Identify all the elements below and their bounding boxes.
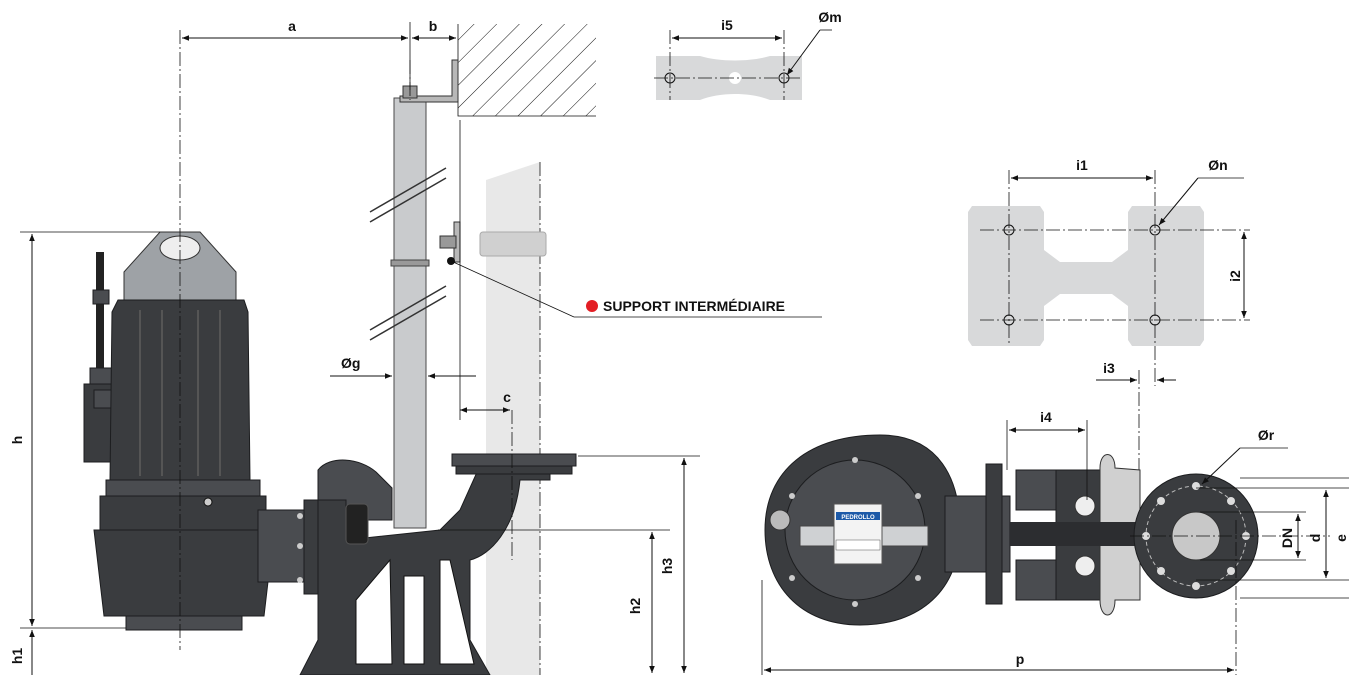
label-n: Øn [1208,157,1227,173]
label-dn: DN [1279,528,1295,548]
label-p: p [1016,651,1025,667]
label-a: a [288,18,296,34]
dimension-i4 [1006,420,1088,500]
label-g: Øg [341,355,360,371]
label-i4: i4 [1040,409,1052,425]
dimension-a [182,22,411,90]
support-marker-icon [586,300,598,312]
label-i5: i5 [721,17,733,33]
pump-side-view [83,231,319,631]
label-h: h [9,436,25,445]
dimension-h [20,231,160,629]
label-b: b [429,18,438,34]
pump-top-view: PEDROLLO [764,434,1141,626]
label-d: d [1307,534,1323,543]
base-side-view [299,453,577,675]
dimension-h2 [438,529,670,673]
label-i1: i1 [1076,157,1088,173]
label-i2: i2 [1227,270,1243,282]
dimension-dn-d-e [1196,477,1349,599]
label-h1: h1 [9,648,25,665]
label-h2: h2 [627,598,643,615]
dimension-r [1201,447,1288,485]
label-c: c [503,389,511,405]
label-m: Øm [818,9,841,25]
dimension-i3 [1096,370,1176,470]
label-h3: h3 [659,558,675,575]
base-template [968,170,1250,386]
guide-pipe [369,97,447,529]
support-label: SUPPORT INTERMÉDIAIRE [603,298,785,314]
bracket-template [654,29,832,100]
intermediate-bracket [439,221,461,265]
discharge-flange-top-view [1130,473,1330,675]
wall [457,24,596,117]
label-e: e [1333,534,1349,542]
upper-bracket [399,59,459,103]
label-i3: i3 [1103,360,1115,376]
ghost-raised-position [479,162,547,675]
label-r: Ør [1258,427,1275,443]
dimension-h3 [578,455,700,673]
brand-logo: PEDROLLO [841,515,875,521]
dimension-p [761,580,1234,675]
